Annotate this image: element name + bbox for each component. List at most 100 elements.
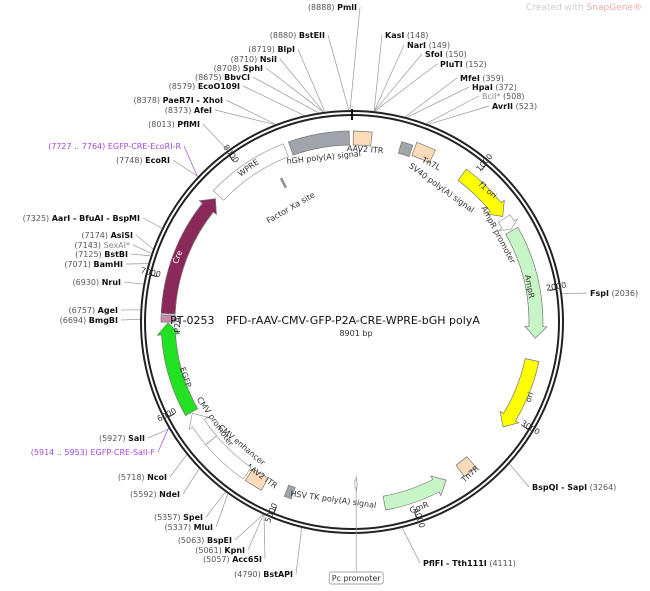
feature-hgh-poly-a-signal bbox=[287, 130, 350, 156]
site-label-afei: (8373) AfeI bbox=[165, 106, 212, 115]
tick-6000 bbox=[167, 413, 175, 418]
site-position: (2036) bbox=[611, 289, 638, 298]
site-label-aari-bfuai-bspmi: (7325) AarI - BfuAI - BspMI bbox=[23, 214, 140, 223]
tick-5000 bbox=[273, 506, 277, 514]
feature-ori bbox=[499, 358, 540, 428]
site-position: (7143) bbox=[74, 241, 101, 250]
site-leader-nrui bbox=[123, 281, 144, 285]
site-leader-nsii bbox=[279, 58, 324, 113]
site-name: PflFI - Tth111I bbox=[423, 559, 487, 568]
site-label-bspqi-sapi: BspQI - SapI (3264) bbox=[532, 483, 616, 492]
site-name: MfeI bbox=[460, 74, 480, 83]
site-position: (7325) bbox=[23, 214, 50, 223]
feature-label-p2a: P2A bbox=[173, 317, 182, 333]
site-label-ncoi: (5718) NcoI bbox=[118, 473, 167, 482]
site-position: (8013) bbox=[148, 120, 175, 129]
site-name: BstAPI bbox=[263, 570, 293, 579]
site-name: AsiSI bbox=[111, 231, 133, 240]
feature-egfp bbox=[156, 322, 199, 417]
site-leader-bstapi bbox=[295, 527, 303, 575]
site-name: BmgBI bbox=[89, 316, 118, 325]
site-label-sfoi: SfoI (150) bbox=[425, 50, 467, 59]
feature-cre bbox=[160, 198, 217, 315]
site-leader-ecori bbox=[172, 159, 199, 177]
site-position: (5592) bbox=[130, 490, 157, 499]
site-label-pflfi-tth111i: PflFI - Tth111I (4111) bbox=[423, 559, 516, 568]
site-position: (8719) bbox=[248, 45, 275, 54]
site-label-bamhi: (7071) BamHI bbox=[64, 260, 123, 269]
site-name: BspQI - SapI bbox=[532, 483, 587, 492]
site-name: BamHI bbox=[93, 260, 123, 269]
site-label-ecori: (7748) EcoRI bbox=[116, 156, 170, 165]
site-position: (7174) bbox=[81, 231, 108, 240]
site-position: (5357) bbox=[154, 513, 181, 522]
site-leader-kpni bbox=[247, 514, 264, 551]
site-leader-aari-bfuai-bspmi bbox=[142, 217, 163, 229]
feature-label-pc-promoter: Pc promoter bbox=[332, 574, 382, 583]
site-label-egfp-cre-ecori-r: (7727 .. 7764) EGFP-CRE-EcoRI-R bbox=[48, 142, 181, 151]
site-position: (8373) bbox=[165, 106, 192, 115]
feature-tn7l bbox=[411, 141, 436, 164]
site-position: (6930) bbox=[73, 278, 100, 287]
site-position: (5061) bbox=[195, 546, 222, 555]
site-position: (8675) bbox=[195, 73, 222, 82]
plasmid-name: PFD-rAAV-CMV-GFP-P2A-CRE-WPRE-bGH polyA bbox=[225, 314, 480, 327]
feature-p2a bbox=[160, 314, 176, 323]
site-position: (5057) bbox=[203, 555, 230, 564]
site-label-bsteii: (8880) BstEII bbox=[270, 31, 325, 40]
site-position: (3264) bbox=[590, 483, 617, 492]
site-leader-acc65i bbox=[263, 514, 266, 560]
site-name: AgeI bbox=[98, 306, 118, 315]
plasmid-id: PT-0253 bbox=[170, 314, 215, 327]
site-name: AarI - BfuAI - BspMI bbox=[52, 214, 140, 223]
feature-ampr-promoter bbox=[497, 214, 518, 231]
site-leader-bsteii bbox=[327, 34, 350, 111]
site-leader-bcli bbox=[426, 95, 480, 124]
site-leader-pflfi-tth111i bbox=[402, 527, 421, 564]
site-name: BbvCI bbox=[224, 73, 250, 82]
site-leader-pflmi bbox=[202, 123, 228, 151]
site-leader-ndei bbox=[182, 468, 200, 495]
plasmid-title: PT-0253 PFD-rAAV-CMV-GFP-P2A-CRE-WPRE-bG… bbox=[0, 314, 650, 327]
site-position: (8880) bbox=[270, 31, 297, 40]
site-position: (359) bbox=[482, 74, 504, 83]
site-name: EcoO109I bbox=[198, 82, 240, 91]
tick-4000 bbox=[414, 511, 418, 519]
site-name: SphI bbox=[243, 64, 263, 73]
site-name: SexAI* bbox=[104, 241, 130, 250]
site-position: (523) bbox=[516, 102, 538, 111]
site-leader-bmgbi bbox=[120, 318, 141, 321]
site-label-acc65i: (5057) Acc65I bbox=[203, 555, 262, 564]
site-label-kpni: (5061) KpnI bbox=[195, 546, 245, 555]
feature-label-ampr: AmpR bbox=[523, 274, 536, 300]
feature-aav2-itr bbox=[244, 468, 269, 491]
site-label-agei: (6757) AgeI bbox=[69, 306, 119, 315]
site-position: (6694) bbox=[60, 316, 87, 325]
site-position: (8378) bbox=[133, 96, 160, 105]
site-position: (5914 .. 5953) bbox=[31, 448, 88, 457]
site-label-blpi: (8719) BlpI bbox=[248, 45, 295, 54]
site-name: HpaI bbox=[472, 83, 493, 92]
plasmid-length: 8901 bp bbox=[339, 329, 373, 338]
site-position: (5063) bbox=[178, 536, 205, 545]
site-leader-blpi bbox=[297, 48, 326, 112]
site-leader-kasi bbox=[373, 34, 383, 112]
site-leader-avrii bbox=[428, 105, 490, 125]
feature-ampr bbox=[505, 226, 548, 339]
site-leader-bspqi-sapi bbox=[509, 463, 530, 488]
site-leader-hpai bbox=[406, 86, 470, 118]
tick-label-5000: 5000 bbox=[263, 502, 279, 524]
site-position: (150) bbox=[445, 50, 467, 59]
site-label-spei: (5357) SpeI bbox=[154, 513, 203, 522]
feature-gmr bbox=[382, 475, 447, 511]
site-name: SfoI bbox=[425, 50, 443, 59]
site-leader-pluti bbox=[374, 63, 438, 112]
site-name: EcoRI bbox=[145, 156, 170, 165]
tick-8000 bbox=[228, 155, 234, 162]
feature-pc-promoter bbox=[354, 475, 358, 492]
site-leader-ecoo109i bbox=[242, 85, 305, 116]
site-leader-sphi bbox=[265, 67, 324, 113]
site-name: NruI bbox=[102, 278, 121, 287]
tick-label-7000: 7000 bbox=[140, 266, 162, 279]
site-leader-mlui bbox=[215, 493, 229, 528]
